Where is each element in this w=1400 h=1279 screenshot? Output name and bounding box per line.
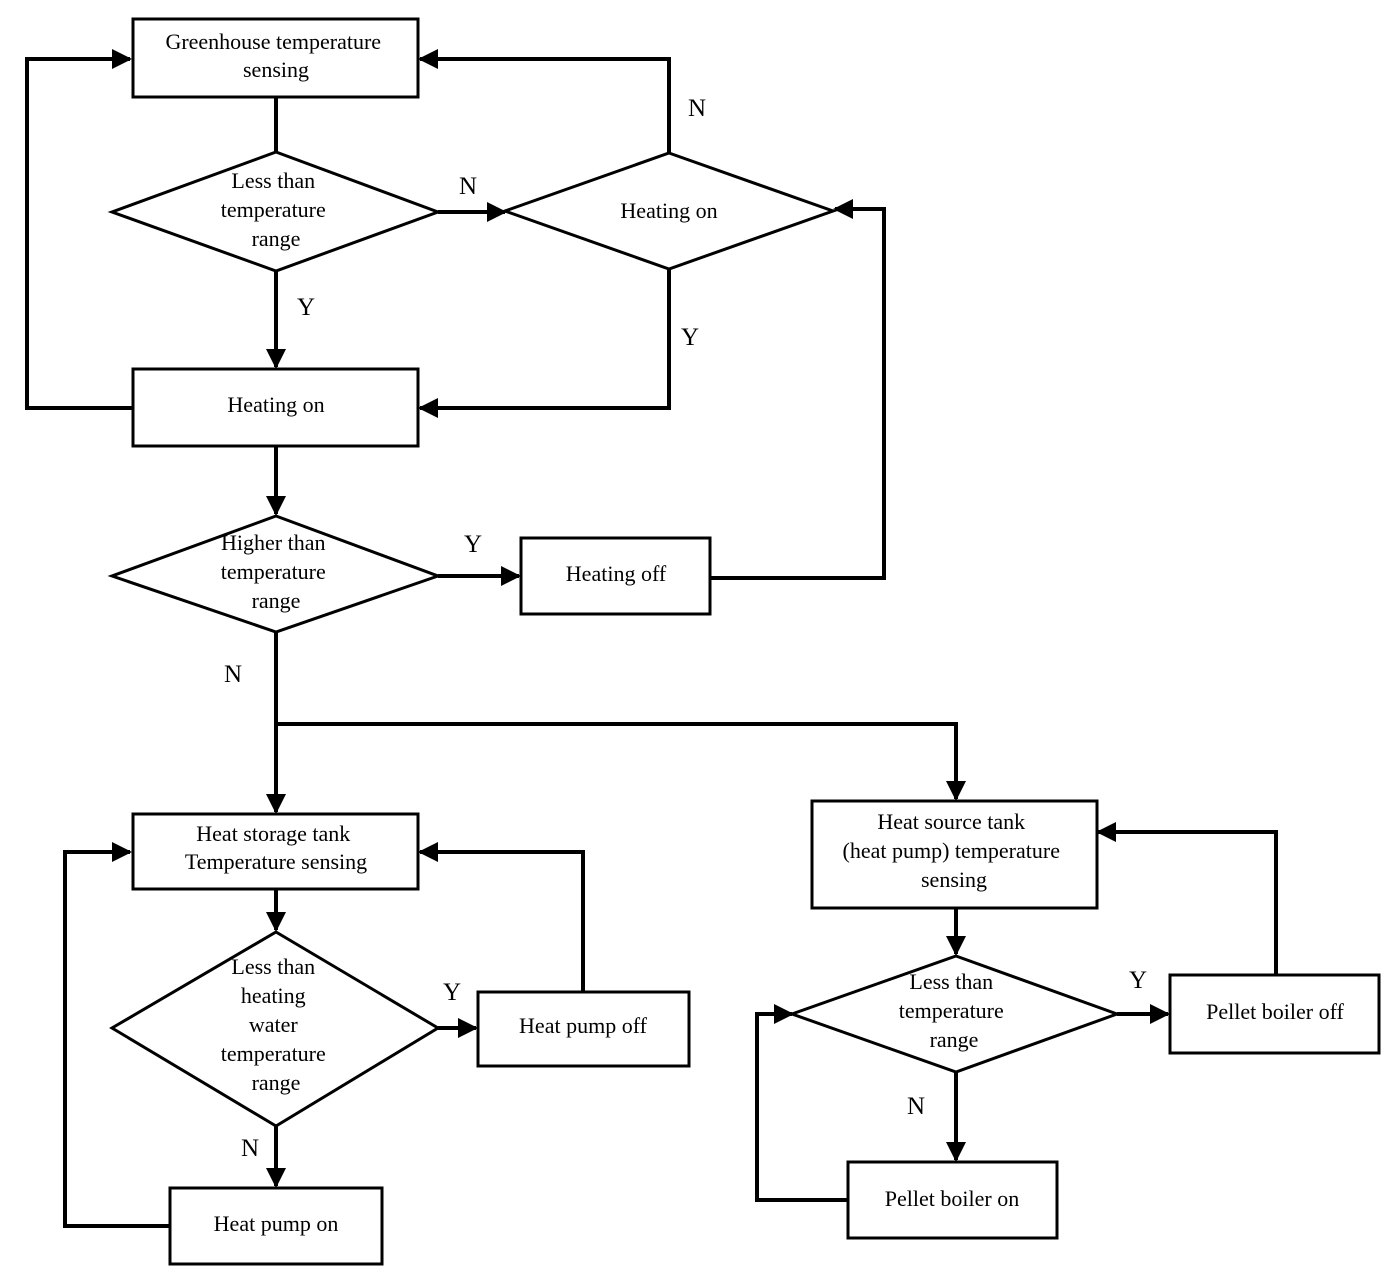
label-line: Heat source tank (877, 809, 1025, 834)
less-than-range-2-label: Less than temperature range (899, 969, 1010, 1052)
heating-on-box-label: Heating on (227, 392, 324, 417)
label-line: Less than (231, 954, 315, 979)
label-line: Heating off (566, 561, 667, 586)
less-than-heating-water-label: Less than heating water temperature rang… (221, 954, 332, 1095)
edge-label-yes: Y (1129, 967, 1147, 994)
edge-heating-off-to-check (710, 199, 886, 580)
label-line: range (252, 588, 301, 613)
edge-label-yes: Y (297, 294, 315, 321)
less-than-range-diamond-2 (787, 954, 1122, 1074)
edge-heating-check-no (418, 49, 671, 153)
label-line: Temperature sensing (185, 849, 367, 874)
label-line: Heating on (227, 392, 324, 417)
heating-on-check-diamond (500, 151, 838, 271)
label-line: sensing (243, 57, 309, 82)
nodes (107, 17, 1381, 1266)
label-line: range (252, 1070, 301, 1095)
less-than-range-diamond-1 (107, 150, 443, 273)
node-labels: Greenhouse temperature sensing Less than… (165, 29, 1344, 1236)
edge-split-to-source-tank (276, 722, 966, 801)
storage-tank-sensing-label: Heat storage tank Temperature sensing (185, 821, 367, 874)
edge-heating-check-yes (418, 269, 671, 418)
storage-tank-sensing-box (131, 812, 420, 891)
edge-label-yes: Y (464, 531, 482, 558)
label-line: Heat storage tank (196, 821, 350, 846)
less-than-heating-water-diamond (109, 930, 441, 1128)
label-line: temperature (221, 559, 326, 584)
label-line: water (249, 1012, 299, 1037)
source-tank-sensing-box (810, 799, 1099, 910)
label-line: (heat pump) temperature (843, 838, 1060, 863)
edge-pellet-off-loop (1096, 822, 1278, 975)
label-line: Greenhouse temperature (165, 29, 381, 54)
edge-heating-on-loop (25, 49, 133, 410)
edge-label-no: N (459, 173, 477, 200)
label-line: Heat pump off (519, 1013, 648, 1038)
heat-pump-on-label: Heat pump on (214, 1211, 339, 1236)
edge-label-no: N (688, 95, 706, 122)
label-line: temperature (899, 998, 1004, 1023)
edge-label-yes: Y (443, 979, 461, 1006)
label-line: Pellet boiler on (885, 1186, 1019, 1211)
label-line: Heating on (620, 198, 717, 223)
edge-heat-pump-off-loop (418, 842, 585, 992)
less-than-range-1-label: Less than temperature range (221, 168, 332, 251)
heating-on-box (131, 367, 420, 448)
label-line: range (252, 226, 301, 251)
label-line: temperature (221, 197, 326, 222)
label-line: Heat pump on (214, 1211, 339, 1236)
label-line: range (930, 1027, 979, 1052)
pellet-boiler-off-box (1168, 973, 1381, 1055)
label-line: sensing (921, 867, 987, 892)
higher-than-range-label: Higher than temperature range (221, 530, 332, 613)
label-line: temperature (221, 1041, 326, 1066)
pellet-boiler-off-label: Pellet boiler off (1206, 999, 1344, 1024)
label-line: Less than (231, 168, 315, 193)
heating-off-label: Heating off (566, 561, 667, 586)
edge-label-yes: Y (681, 324, 699, 351)
pellet-boiler-on-label: Pellet boiler on (885, 1186, 1019, 1211)
heat-pump-off-label: Heat pump off (519, 1013, 648, 1038)
edge-label-no: N (907, 1093, 925, 1120)
edge-heat-pump-on-loop (63, 842, 170, 1228)
source-tank-sensing-label: Heat source tank (heat pump) temperature… (843, 809, 1066, 892)
edge-label-no: N (224, 661, 242, 688)
heating-on-check-label: Heating on (620, 198, 717, 223)
edge-labels: Y N N Y Y N Y N Y N (224, 95, 1147, 1162)
label-line: Pellet boiler off (1206, 999, 1344, 1024)
pellet-boiler-on-box (846, 1160, 1059, 1240)
greenhouse-sensing-box (131, 17, 420, 99)
label-line: Less than (909, 969, 993, 994)
heat-pump-on-box (168, 1186, 384, 1266)
heat-pump-off-box (476, 990, 691, 1068)
edge-label-no: N (241, 1135, 259, 1162)
edges (25, 49, 1278, 1228)
heating-off-box (519, 536, 712, 616)
higher-than-range-diamond (107, 514, 443, 634)
greenhouse-sensing-label: Greenhouse temperature sensing (165, 29, 386, 82)
label-line: Higher than (221, 530, 325, 555)
label-line: heating (241, 983, 306, 1008)
edge-pellet-on-loop (755, 1004, 848, 1202)
